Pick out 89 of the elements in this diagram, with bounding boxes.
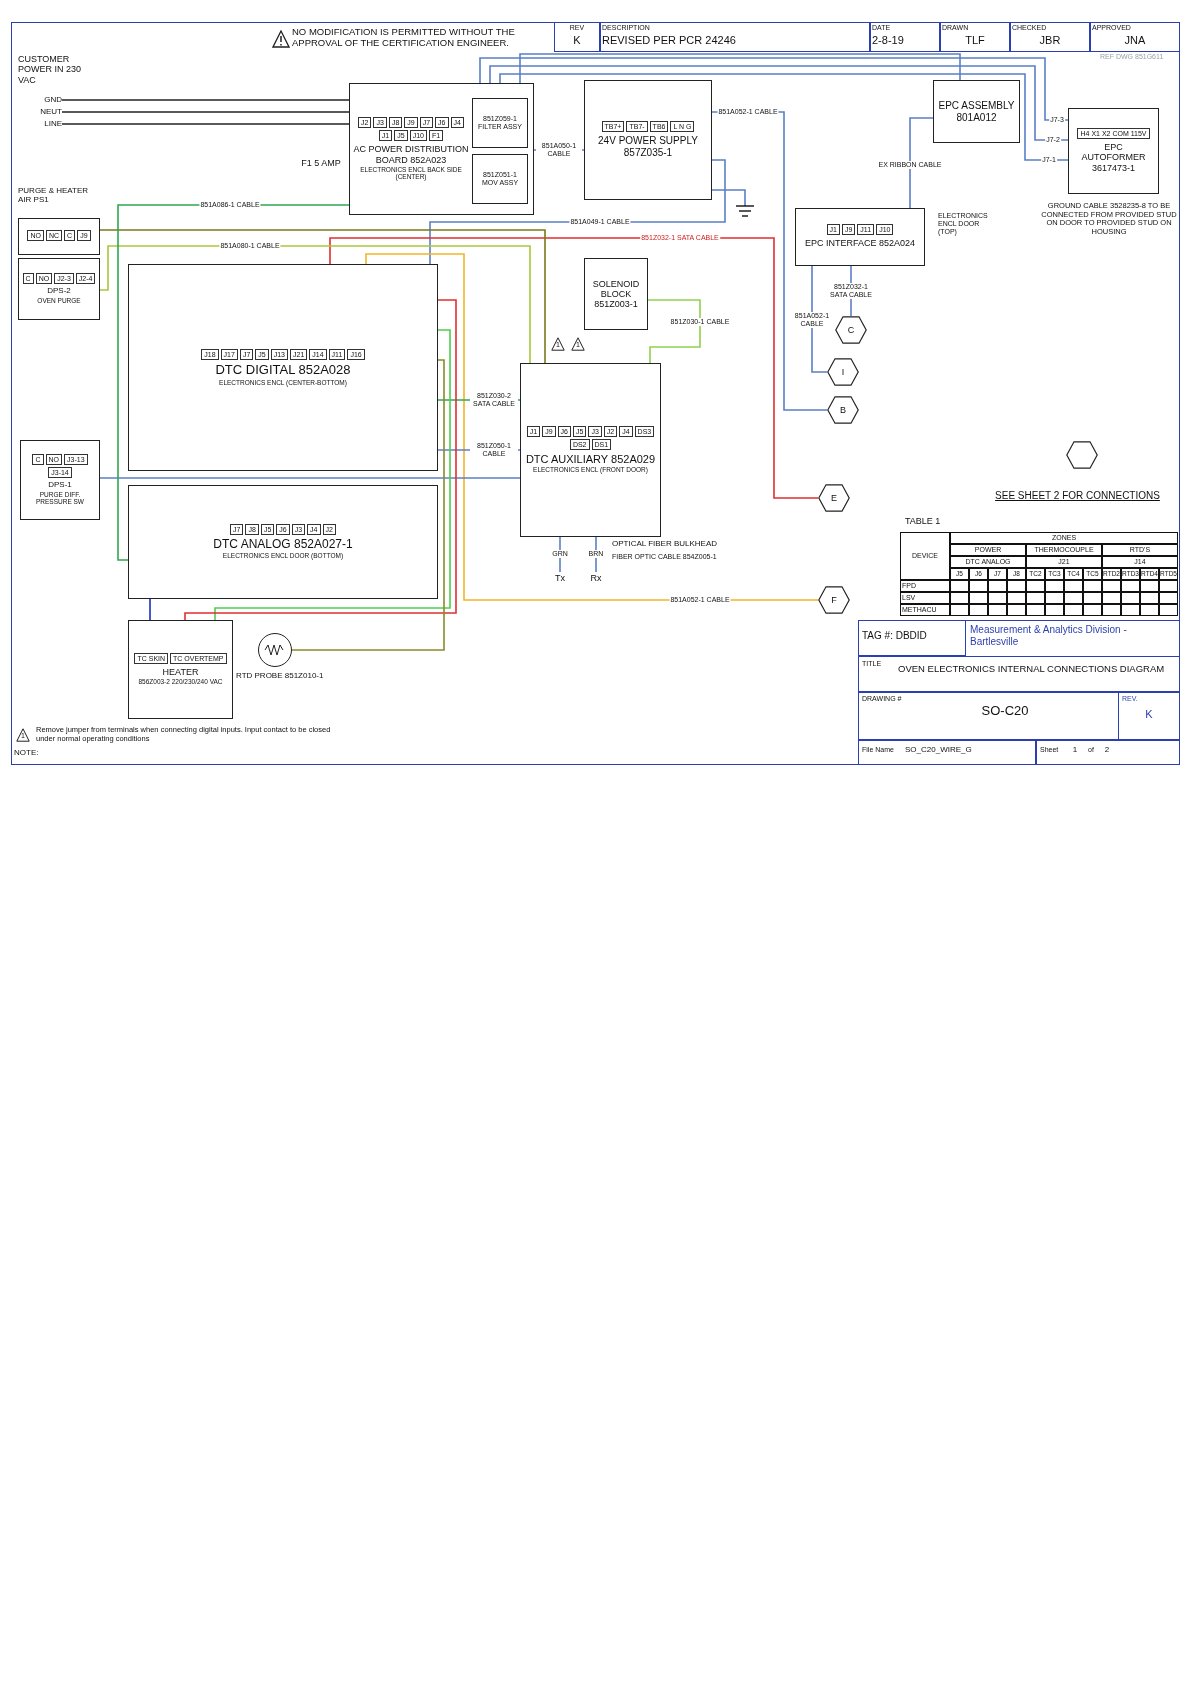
- field-value: 2: [1103, 745, 1111, 756]
- note-text: SEE SHEET 2 FOR CONNECTIONS: [994, 490, 1161, 503]
- terminal-label: GND: [22, 94, 62, 106]
- terminal-label: Tx: [550, 572, 570, 585]
- wire: [647, 299, 701, 364]
- component-note: PURGE & HEATER AIR PS1: [18, 187, 90, 205]
- wire: [61, 123, 350, 125]
- component-label: EPC INTERFACE 852A024: [804, 238, 916, 249]
- component-box: [128, 620, 233, 719]
- component-box: [18, 258, 100, 320]
- component-label: EPC ASSEMBLY 801A012: [937, 100, 1016, 123]
- wire: [117, 204, 350, 561]
- component-box: [584, 258, 648, 330]
- field-value: K: [1144, 708, 1154, 722]
- field-value: TLF: [964, 34, 986, 48]
- component-box: [18, 218, 100, 255]
- wire: [811, 265, 828, 373]
- component-box: [349, 83, 534, 215]
- wire: [711, 189, 746, 206]
- wire: [479, 57, 1069, 121]
- component-label: DPS-1: [48, 481, 72, 490]
- component-box: [20, 440, 100, 520]
- component-box: [128, 264, 438, 471]
- connector-letter: C: [847, 325, 855, 335]
- wire: [291, 359, 445, 651]
- title-block-text: OVEN ELECTRONICS INTERNAL CONNECTIONS DIAGRAM: [898, 664, 1166, 676]
- table-title: TABLE 1: [905, 516, 942, 528]
- title-block-text: SO-C20: [980, 704, 1030, 720]
- component-box: [520, 363, 661, 537]
- component-label: HEATER: [162, 667, 199, 678]
- terminal-label: NEUT: [22, 106, 62, 118]
- component-box: [1068, 108, 1159, 194]
- wire: [595, 536, 597, 573]
- component-box: [472, 98, 528, 148]
- sensor-circle: [258, 633, 292, 667]
- component-box: [795, 208, 925, 266]
- note-text: CUSTOMER POWER IN 230 VAC: [18, 54, 83, 87]
- note-caption: NOTE:: [14, 748, 40, 759]
- component-box: [933, 80, 1020, 143]
- title-block-text: TAG #: DBDID: [862, 630, 928, 643]
- component-label: DPS-2: [47, 287, 71, 297]
- connector-hexagon: [827, 358, 859, 386]
- field-value: JBR: [1038, 34, 1062, 48]
- component-label: EPC AUTOFORMER 3617473-1: [1080, 142, 1147, 173]
- ground-icon: [735, 205, 755, 219]
- terminal-label: Rx: [586, 572, 606, 585]
- terminal-label: LINE: [22, 118, 62, 130]
- component-label: SOLENOID BLOCK 851Z003-1: [591, 278, 641, 310]
- component-box: [128, 485, 438, 599]
- component-label: DTC AUXILIARY 852A029: [525, 453, 656, 466]
- component-label: AC POWER DISTRIBUTION BOARD 852A023: [353, 144, 469, 165]
- wire: [559, 536, 561, 573]
- component-label: DTC ANALOG 852A027-1: [213, 538, 353, 552]
- field-value: 1: [1071, 745, 1079, 756]
- wire: [489, 65, 1069, 141]
- wire: [519, 53, 961, 84]
- component-note: OPTICAL FIBER BULKHEAD: [612, 540, 719, 549]
- connector-hexagon: [827, 396, 859, 424]
- connector-letter: I: [841, 367, 845, 377]
- wire: [499, 73, 1069, 161]
- wire: [99, 477, 521, 479]
- hexagon-symbol: [1066, 441, 1098, 469]
- wire: [149, 598, 151, 621]
- field-value: 2-8-19: [872, 34, 905, 48]
- field-value: SO_C20_WIRE_G: [905, 745, 973, 756]
- connector-letter: F: [831, 595, 837, 605]
- wire: [329, 237, 819, 499]
- component-note: RTD PROBE 851Z010-1: [236, 672, 325, 681]
- wire: [365, 253, 819, 601]
- component-box: [584, 80, 712, 200]
- wire: [61, 99, 350, 101]
- component-label: 24V POWER SUPPLY 857Z035-1: [597, 135, 699, 158]
- connector-letter: B: [840, 405, 846, 415]
- field-value: JNA: [1123, 34, 1147, 48]
- warning-note: NO MODIFICATION IS PERMITTED WITHOUT THE APPROVAL OF THE CERTIFICATION ENGINEER.: [292, 27, 516, 50]
- title-block-text: Measurement & Analytics Division - Bartlesville: [970, 624, 1128, 649]
- field-value: K: [572, 34, 582, 48]
- wire: [909, 117, 934, 209]
- component-box: [472, 154, 528, 204]
- wire: [61, 111, 350, 113]
- connector-hexagon: [835, 316, 867, 344]
- field-value: REVISED PER PCR 24246: [602, 34, 737, 48]
- connector-hexagon: [818, 484, 850, 512]
- wire: [214, 329, 451, 621]
- connector-letter: E: [831, 493, 837, 503]
- component-note: F1 5 AMP: [300, 158, 342, 169]
- component-label: DTC DIGITAL 852A028: [215, 362, 351, 378]
- wire: [184, 299, 457, 621]
- connector-hexagon: [818, 586, 850, 614]
